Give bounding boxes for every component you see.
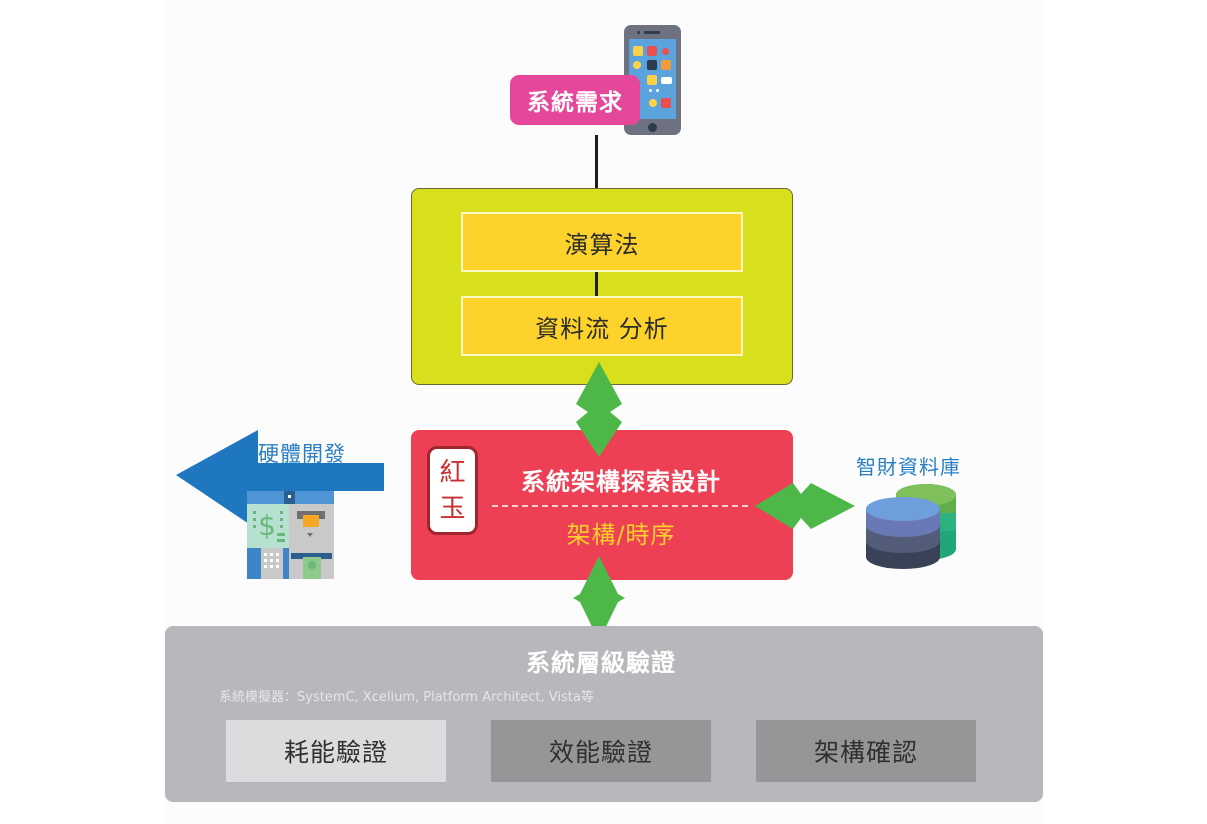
verification-title: 系統層級驗證 <box>526 649 676 677</box>
algorithm-label: 演算法 <box>564 230 640 259</box>
dataflow-analysis-label: 資料流 分析 <box>535 314 669 343</box>
verification-subtitle: 系統模擬器：SystemC, Xcelium, Platform Archite… <box>219 690 594 705</box>
performance-verification-label: 效能驗證 <box>548 738 653 767</box>
atm-machine-icon: $ <box>247 491 334 579</box>
svg-text:$: $ <box>258 509 276 542</box>
dataflow-analysis-item: 資料流 分析 <box>461 296 743 356</box>
power-verification-label: 耗能驗證 <box>283 738 388 767</box>
system-requirement-tag: 系統需求 <box>510 75 640 125</box>
architecture-confirmation-item: 架構確認 <box>756 720 976 782</box>
connector-line <box>595 135 598 213</box>
smartphone-icon <box>624 25 681 135</box>
connector-line <box>595 272 598 296</box>
bidirectional-arrow-icon <box>573 556 625 641</box>
bidirectional-arrow-icon <box>576 362 622 457</box>
algorithm-item: 演算法 <box>461 212 743 272</box>
dashed-divider <box>492 505 748 507</box>
bidirectional-arrow-icon <box>755 483 855 529</box>
hongyu-seal-logo: 紅 玉 <box>427 446 478 535</box>
architecture-subtitle: 架構/時序 <box>566 521 676 549</box>
system-requirement-label: 系統需求 <box>527 90 623 116</box>
hardware-arrow-icon <box>176 430 384 530</box>
architecture-confirmation-label: 架構確認 <box>813 738 918 767</box>
seal-char: 玉 <box>439 493 466 524</box>
ip-database-label: 智財資料庫 <box>856 455 961 479</box>
power-verification-item: 耗能驗證 <box>226 720 446 782</box>
architecture-title: 系統架構探索設計 <box>521 468 721 496</box>
hardware-development-label: 硬體開發 <box>258 442 346 466</box>
database-icon <box>866 484 956 569</box>
seal-char: 紅 <box>439 457 466 488</box>
performance-verification-item: 效能驗證 <box>491 720 711 782</box>
